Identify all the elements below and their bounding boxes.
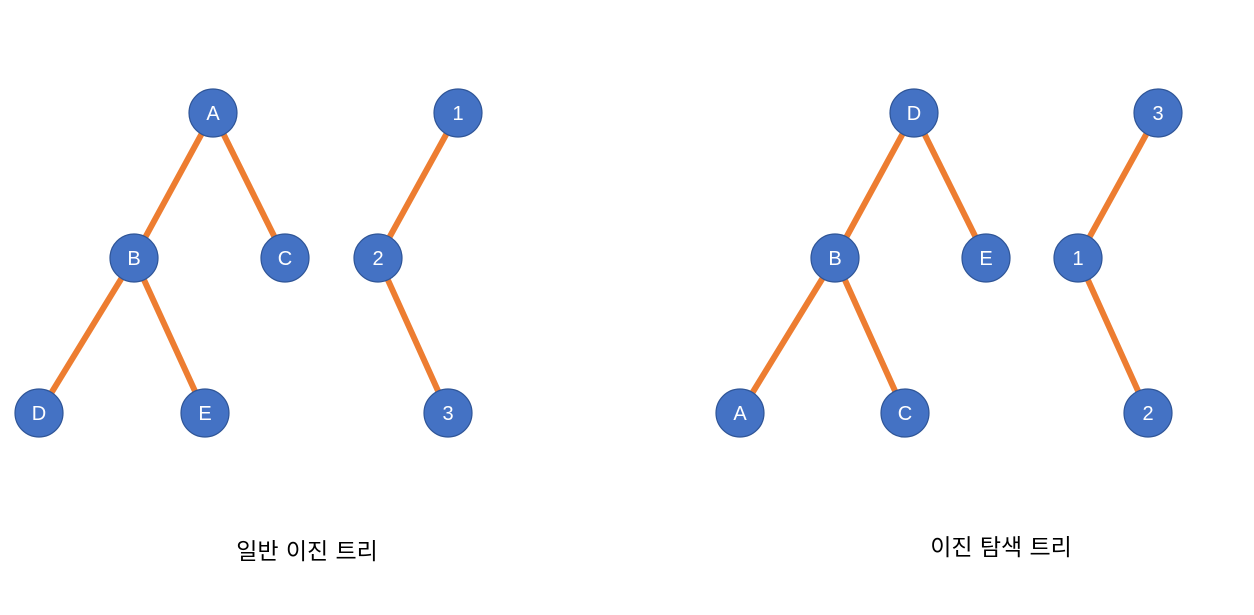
tree-edge-A-B bbox=[131, 111, 216, 260]
node-label: C bbox=[898, 403, 912, 425]
node-label: D bbox=[907, 103, 921, 125]
tree-edge-1-2 bbox=[375, 111, 461, 260]
tree-node-C: C bbox=[260, 233, 310, 283]
tree-edge-B-D bbox=[36, 256, 137, 415]
tree-node-1: 1 bbox=[433, 88, 483, 138]
tree-node-E: E bbox=[180, 388, 230, 438]
tree-edge-1-2 bbox=[1075, 256, 1151, 415]
node-label: 3 bbox=[442, 403, 453, 425]
node-label: 1 bbox=[452, 103, 463, 125]
tree-node-A: A bbox=[188, 88, 238, 138]
node-circle bbox=[961, 233, 1011, 283]
tree-node-C: C bbox=[880, 388, 930, 438]
node-label: E bbox=[979, 248, 992, 270]
node-circle bbox=[889, 88, 939, 138]
node-circle bbox=[260, 233, 310, 283]
tree-node-A: A bbox=[715, 388, 765, 438]
tree-edge-3-1 bbox=[1075, 111, 1161, 260]
tree-edge-B-C bbox=[832, 256, 908, 415]
node-circle bbox=[109, 233, 159, 283]
node-label: E bbox=[198, 403, 211, 425]
node-label: 3 bbox=[1152, 103, 1163, 125]
node-label: 2 bbox=[1142, 403, 1153, 425]
caption-binary-search-tree: 이진 탐색 트리 bbox=[930, 535, 1072, 561]
tree-node-2: 2 bbox=[1123, 388, 1173, 438]
node-label: B bbox=[828, 248, 841, 270]
tree-node-B: B bbox=[109, 233, 159, 283]
tree-edge-D-B bbox=[832, 111, 917, 260]
node-circle bbox=[423, 388, 473, 438]
tree-edge-D-E bbox=[911, 111, 989, 260]
node-label: 1 bbox=[1072, 248, 1083, 270]
tree-node-B: B bbox=[810, 233, 860, 283]
tree-edge-B-A bbox=[737, 256, 838, 415]
node-label: 2 bbox=[372, 248, 383, 270]
tree-node-3: 3 bbox=[1133, 88, 1183, 138]
node-circle bbox=[14, 388, 64, 438]
node-label: A bbox=[733, 403, 747, 425]
tree-node-D: D bbox=[14, 388, 64, 438]
node-circle bbox=[1133, 88, 1183, 138]
node-circle bbox=[880, 388, 930, 438]
node-circle bbox=[188, 88, 238, 138]
node-circle bbox=[353, 233, 403, 283]
tree-node-3: 3 bbox=[423, 388, 473, 438]
node-circle bbox=[715, 388, 765, 438]
tree-node-E: E bbox=[961, 233, 1011, 283]
node-circle bbox=[1053, 233, 1103, 283]
node-circle bbox=[1123, 388, 1173, 438]
tree-edge-B-E bbox=[131, 256, 208, 415]
caption-general-binary-tree: 일반 이진 트리 bbox=[236, 539, 378, 565]
node-label: C bbox=[278, 248, 292, 270]
node-label: A bbox=[206, 103, 220, 125]
edges-layer bbox=[36, 111, 1161, 415]
node-circle bbox=[180, 388, 230, 438]
tree-edge-2-3 bbox=[375, 256, 451, 415]
node-label: B bbox=[127, 248, 140, 270]
tree-node-D: D bbox=[889, 88, 939, 138]
node-circle bbox=[810, 233, 860, 283]
tree-node-2: 2 bbox=[353, 233, 403, 283]
node-label: D bbox=[32, 403, 46, 425]
node-circle bbox=[433, 88, 483, 138]
tree-node-1: 1 bbox=[1053, 233, 1103, 283]
tree-edge-A-C bbox=[210, 111, 288, 260]
